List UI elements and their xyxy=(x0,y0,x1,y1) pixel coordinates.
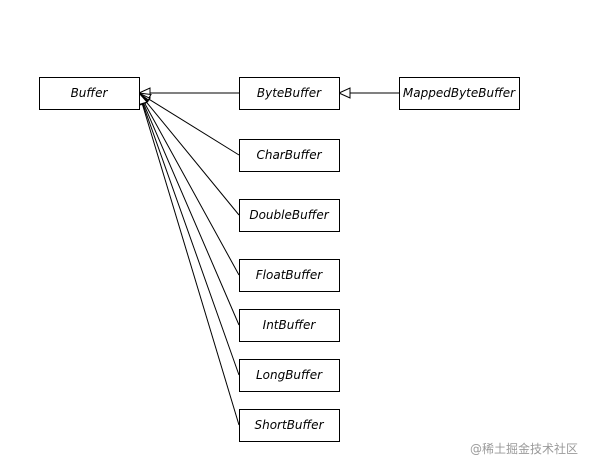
edge-line xyxy=(142,102,240,326)
class-name-label: ByteBuffer xyxy=(257,86,322,100)
edge-line xyxy=(143,102,240,276)
class-box-int-buffer: IntBuffer xyxy=(239,309,340,342)
edge-line xyxy=(141,103,240,426)
class-box-rect xyxy=(239,409,340,442)
class-box-mapped-byte-buffer: MappedByteBuffer xyxy=(399,77,520,110)
class-box-rect xyxy=(239,199,340,232)
class-nodes: Buffer ByteBufferCharBufferDoubleBufferFl… xyxy=(39,77,520,442)
edge-char-buffer-to-buffer xyxy=(137,92,240,156)
class-box-rect xyxy=(239,359,340,392)
class-box-byte-buffer: ByteBuffer xyxy=(239,77,340,110)
class-box-buffer: Buffer xyxy=(39,77,140,110)
edge-float-buffer-to-buffer xyxy=(138,91,240,276)
class-box-char-buffer: CharBuffer xyxy=(239,139,340,172)
edge-short-buffer-to-buffer xyxy=(136,91,240,426)
class-name-label: Buffer xyxy=(71,86,109,100)
class-box-rect xyxy=(39,77,140,110)
class-name-label: LongBuffer xyxy=(256,368,323,382)
class-name-label: DoubleBuffer xyxy=(249,208,329,222)
edge-mapped-byte-buffer-to-byte-buffer xyxy=(337,87,399,99)
class-name-label: ShortBuffer xyxy=(254,418,324,432)
class-name-label: MappedByteBuffer xyxy=(403,86,516,100)
edge-line xyxy=(148,98,240,156)
edge-line xyxy=(145,101,240,216)
edge-long-buffer-to-buffer xyxy=(137,91,240,376)
watermark: @稀土掘金技术社区 xyxy=(470,442,579,456)
edge-line xyxy=(142,103,240,376)
edge-double-buffer-to-buffer xyxy=(138,92,240,216)
class-box-rect xyxy=(239,77,340,110)
class-box-float-buffer: FloatBuffer xyxy=(239,259,340,292)
class-box-long-buffer: LongBuffer xyxy=(239,359,340,392)
edge-byte-buffer-to-buffer xyxy=(137,87,239,99)
class-box-rect xyxy=(239,259,340,292)
class-box-rect xyxy=(399,77,520,110)
class-name-label: FloatBuffer xyxy=(256,268,324,282)
class-name-label: IntBuffer xyxy=(263,318,317,332)
class-box-rect xyxy=(239,139,340,172)
class-name-label: CharBuffer xyxy=(256,148,322,162)
class-box-short-buffer: ShortBuffer xyxy=(239,409,340,442)
inheritance-arrowhead xyxy=(337,87,351,99)
class-box-rect xyxy=(239,309,340,342)
class-box-double-buffer: DoubleBuffer xyxy=(239,199,340,232)
edge-int-buffer-to-buffer xyxy=(138,91,240,326)
